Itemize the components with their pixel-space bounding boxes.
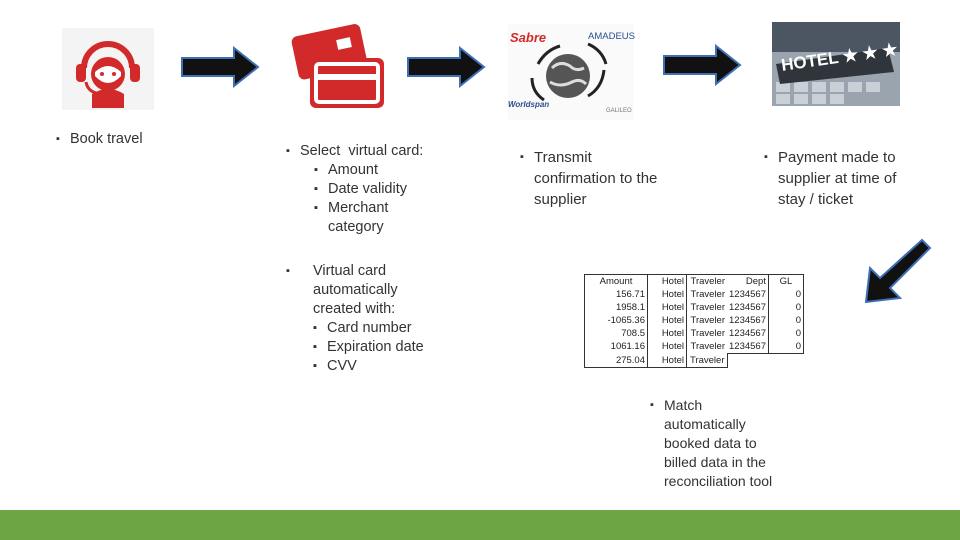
step2b-item: ▪Card number	[313, 319, 466, 338]
cell-hotel: Hotel	[647, 288, 687, 301]
cell-gl	[768, 354, 803, 368]
step5-list: Match automatically booked data to bille…	[650, 396, 780, 491]
cell-hotel: Hotel	[647, 314, 687, 327]
step2b-item: ▪CVV	[313, 357, 466, 376]
cell-traveler: Traveler	[690, 302, 726, 313]
col-header-dept: Dept	[727, 274, 769, 288]
cell-dept	[727, 354, 768, 368]
cell-amount: 1958.1	[584, 301, 648, 314]
sabre-logo: Sabre	[510, 30, 547, 45]
cell-amount: 708.5	[584, 327, 648, 340]
match-data-label: Match automatically booked data to bille…	[650, 396, 780, 491]
table-header-row: Amount Hotel Traveler Dept GL	[584, 274, 804, 288]
transmit-confirmation-label: Transmit confirmation to the supplier	[520, 147, 660, 210]
cell-dept: 1234567	[727, 327, 769, 340]
step2-item: ▪Merchant category	[314, 199, 428, 237]
cell-gl: 0	[768, 301, 804, 314]
step2-item: ▪Amount	[314, 161, 466, 180]
step4-list: Payment made to supplier at time of stay…	[764, 147, 914, 210]
cell-hotel: Hotel	[647, 340, 687, 354]
cell-dept: 1234567	[727, 340, 769, 354]
cell-gl: 0	[768, 327, 804, 340]
cell-traveler: Traveler	[686, 353, 728, 368]
col-header-amount: Amount	[584, 274, 648, 288]
cell-amount: 1061.16	[584, 340, 648, 354]
cell-dept: 1234567	[727, 288, 769, 301]
headset-agent-icon	[62, 28, 154, 110]
cell-hotel: Hotel	[647, 301, 687, 314]
virtual-card-created-label: Virtual card automatically created with:	[313, 263, 398, 317]
amadeus-logo: AMADEUS	[588, 31, 635, 42]
arrow-right-icon	[663, 44, 742, 86]
gds-globe-icon: Sabre AMADEUS Worldspan GALILEO	[508, 24, 635, 120]
step1-list: Book travel	[56, 130, 143, 149]
select-virtual-card-label: Select virtual card:	[300, 143, 424, 159]
cell-hotel: Hotel	[647, 353, 687, 368]
cell-amount: -1065.36	[584, 314, 648, 327]
cell-traveler: Traveler	[690, 328, 726, 339]
cell-traveler: Traveler	[690, 289, 726, 300]
col-header-hotel: Hotel	[647, 274, 687, 288]
col-header-traveler: Traveler	[686, 274, 727, 288]
credit-card-icon	[291, 24, 384, 108]
cell-dept: 1234567	[727, 314, 769, 327]
cell-gl: 0	[768, 288, 804, 301]
cell-hotel: Hotel	[647, 327, 687, 340]
cell-gl: 0	[768, 340, 804, 354]
cell-gl: 0	[768, 314, 804, 327]
galileo-logo: GALILEO	[606, 108, 632, 114]
worldspan-logo: Worldspan	[508, 100, 550, 109]
step3-list: Transmit confirmation to the supplier	[520, 147, 660, 210]
arrow-right-icon	[407, 46, 486, 88]
step2-list: Select virtual card: ▪Amount ▪Date valid…	[286, 142, 466, 237]
cell-amount: 156.71	[584, 288, 648, 301]
payment-made-label: Payment made to supplier at time of stay…	[764, 147, 914, 210]
arrow-right-icon	[181, 46, 260, 88]
step2-item: ▪Date validity	[314, 180, 466, 199]
col-header-gl: GL	[768, 274, 804, 288]
cell-amount: 275.04	[584, 353, 648, 368]
book-travel-label: Book travel	[56, 130, 143, 149]
cell-dept: 1234567	[727, 301, 769, 314]
cell-traveler: Traveler	[690, 341, 726, 353]
step2b-item: ▪Expiration date	[313, 338, 466, 357]
footer-bar	[0, 510, 960, 540]
step2b-list: Virtual card automatically created with:…	[286, 262, 466, 376]
arrow-down-left-icon	[864, 238, 932, 304]
hotel-photo-icon: HOTEL ★ ★ ★	[772, 22, 900, 106]
cell-traveler: Traveler	[690, 315, 726, 326]
